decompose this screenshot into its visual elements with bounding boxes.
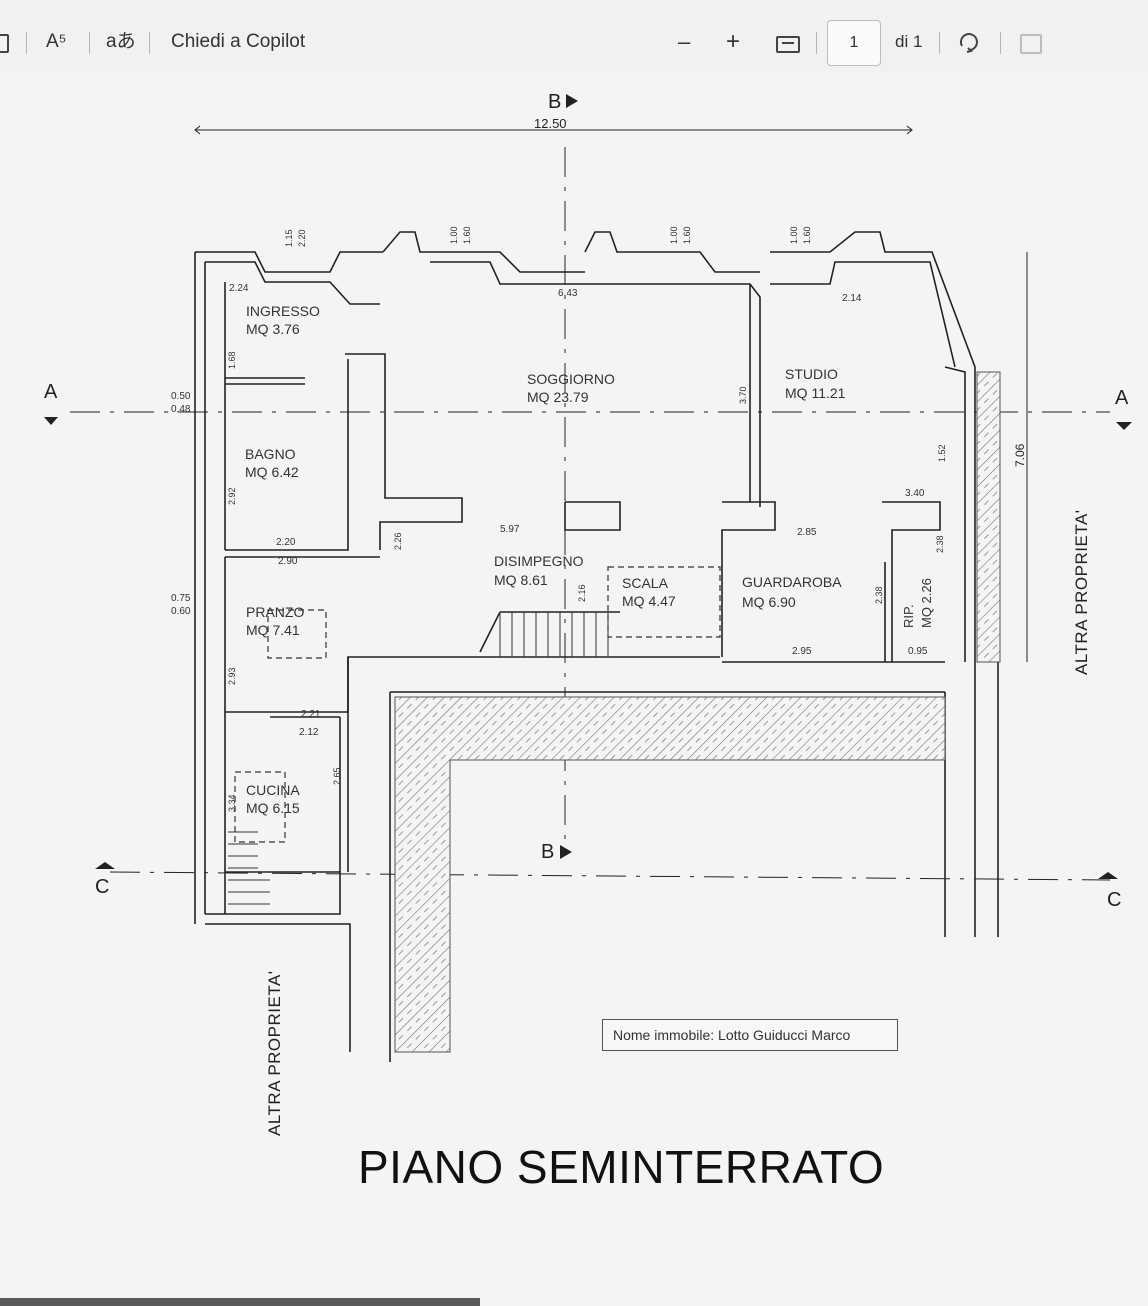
dimension-label: 2.16: [577, 584, 587, 602]
dimension-label: 2.93: [227, 667, 237, 685]
dimension-label: 2.14: [842, 293, 862, 304]
room-soggiorno-name: SOGGIORNO: [527, 371, 615, 387]
zoom-out-button[interactable]: –: [678, 29, 691, 54]
room-scala-name: SCALA: [622, 575, 668, 591]
dimension-label: 2.38: [935, 535, 945, 553]
section-marker-c-right: C: [1107, 889, 1122, 911]
dimension-label: 3.34: [227, 794, 237, 812]
toolbar-separator: [149, 32, 150, 54]
section-marker-b-bottom: B: [541, 841, 555, 863]
adjacent-property-label-right: ALTRA PROPRIETA': [1072, 509, 1091, 675]
room-disimpegno-area: MQ 8.61: [494, 572, 548, 588]
dimension-label: 2.92: [227, 487, 237, 505]
room-soggiorno-area: MQ 23.79: [527, 389, 589, 405]
page-number-input[interactable]: 1: [827, 20, 881, 66]
dimension-label: 0.60: [171, 606, 191, 617]
dimension-label: 1.52: [937, 444, 947, 462]
dimension-label: 1.00: [449, 226, 459, 244]
dimension-label: 0.95: [908, 646, 928, 657]
dimension-label: 1.00: [789, 226, 799, 244]
adjacent-property-label-bottom: ALTRA PROPRIETA': [265, 970, 284, 1136]
plan-title: PIANO SEMINTERRATO: [358, 1141, 885, 1193]
dimension-label: 0.50: [171, 391, 191, 402]
dimension-label: 6.43: [558, 288, 578, 299]
dimension-label: 1.60: [462, 226, 472, 244]
room-studio-name: STUDIO: [785, 366, 838, 382]
toolbar-separator: [26, 32, 27, 54]
dimension-label: 0.48: [171, 404, 191, 415]
dimension-label: 1.00: [669, 226, 679, 244]
dimension-label: 0.75: [171, 593, 191, 604]
dimension-label: 1.60: [802, 226, 812, 244]
room-cucina-area: MQ 6.15: [246, 800, 300, 816]
dimension-label: 2.95: [792, 646, 812, 657]
zoom-in-button[interactable]: +: [726, 28, 741, 55]
room-pranzo-name: PRANZO: [246, 604, 305, 620]
dimension-label: 2.21: [301, 709, 321, 720]
dimension-label: 2.24: [229, 283, 249, 294]
horizontal-scrollbar[interactable]: [0, 1298, 480, 1306]
dimension-label: 2.20: [276, 537, 296, 548]
dimension-label: 2.90: [278, 556, 298, 567]
room-scala-area: MQ 4.47: [622, 593, 676, 609]
room-guardaroba-name: GUARDAROBA: [742, 574, 842, 590]
room-studio-area: MQ 11.21: [785, 385, 846, 401]
overall-width-dimension: 12.50: [534, 116, 567, 131]
dimension-label: 2.38: [874, 586, 884, 604]
room-rip-name: RIP.: [901, 604, 916, 628]
dimension-label: 2.26: [393, 532, 403, 550]
toolbar-separator: [89, 32, 90, 54]
dimension-label: 3.40: [905, 488, 925, 499]
dimension-label: 2.85: [797, 527, 817, 538]
room-ingresso-name: INGRESSO: [246, 303, 320, 319]
room-disimpegno-name: DISIMPEGNO: [494, 553, 584, 569]
room-ingresso-area: MQ 3.76: [246, 321, 300, 337]
toolbar-separator: [816, 32, 817, 54]
dimension-label: 2.65: [332, 767, 342, 785]
room-cucina-name: CUCINA: [246, 782, 300, 798]
dimension-label: 3.70: [738, 386, 748, 404]
section-marker-a-right: A: [1115, 387, 1129, 409]
section-marker-c-left: C: [95, 876, 110, 898]
room-bagno-area: MQ 6.42: [245, 464, 299, 480]
dimension-label: 1.68: [227, 351, 237, 369]
floor-plan-drawing: [44, 94, 1132, 1062]
room-bagno-name: BAGNO: [245, 446, 296, 462]
page-total-label: di 1: [895, 32, 923, 51]
dimension-label: 1.60: [682, 226, 692, 244]
toolbar-separator: [1000, 32, 1001, 54]
room-pranzo-area: MQ 7.41: [246, 622, 300, 638]
read-aloud-icon[interactable]: A⁵: [46, 31, 67, 52]
overall-depth-dimension: 7.06: [1013, 443, 1027, 467]
ask-copilot-button[interactable]: Chiedi a Copilot: [171, 31, 306, 52]
dimension-label: 5.97: [500, 524, 520, 535]
dimension-label: 2.12: [299, 727, 319, 738]
pdf-toolbar: A⁵ aあ Chiedi a Copilot – + 1 di 1: [0, 0, 1148, 73]
room-guardaroba-area: MQ 6.90: [742, 594, 796, 610]
room-rip-area: MQ 2.26: [919, 578, 934, 628]
property-name-box: Nome immobile: Lotto Guiducci Marco: [602, 1019, 898, 1051]
dimension-label: 2.20: [297, 229, 307, 247]
section-marker-b-top: B: [548, 91, 562, 113]
rotate-icon[interactable]: [956, 22, 980, 62]
toolbar-separator: [939, 32, 940, 54]
sidebar-toggle-icon[interactable]: [0, 22, 9, 62]
dimension-label: 1.15: [284, 229, 294, 247]
translate-icon[interactable]: aあ: [106, 31, 136, 52]
section-marker-a-left: A: [44, 381, 58, 403]
pdf-page: A A C C B B 12.50 7.06 INGRESSO MQ 3.76 …: [0, 72, 1148, 1306]
